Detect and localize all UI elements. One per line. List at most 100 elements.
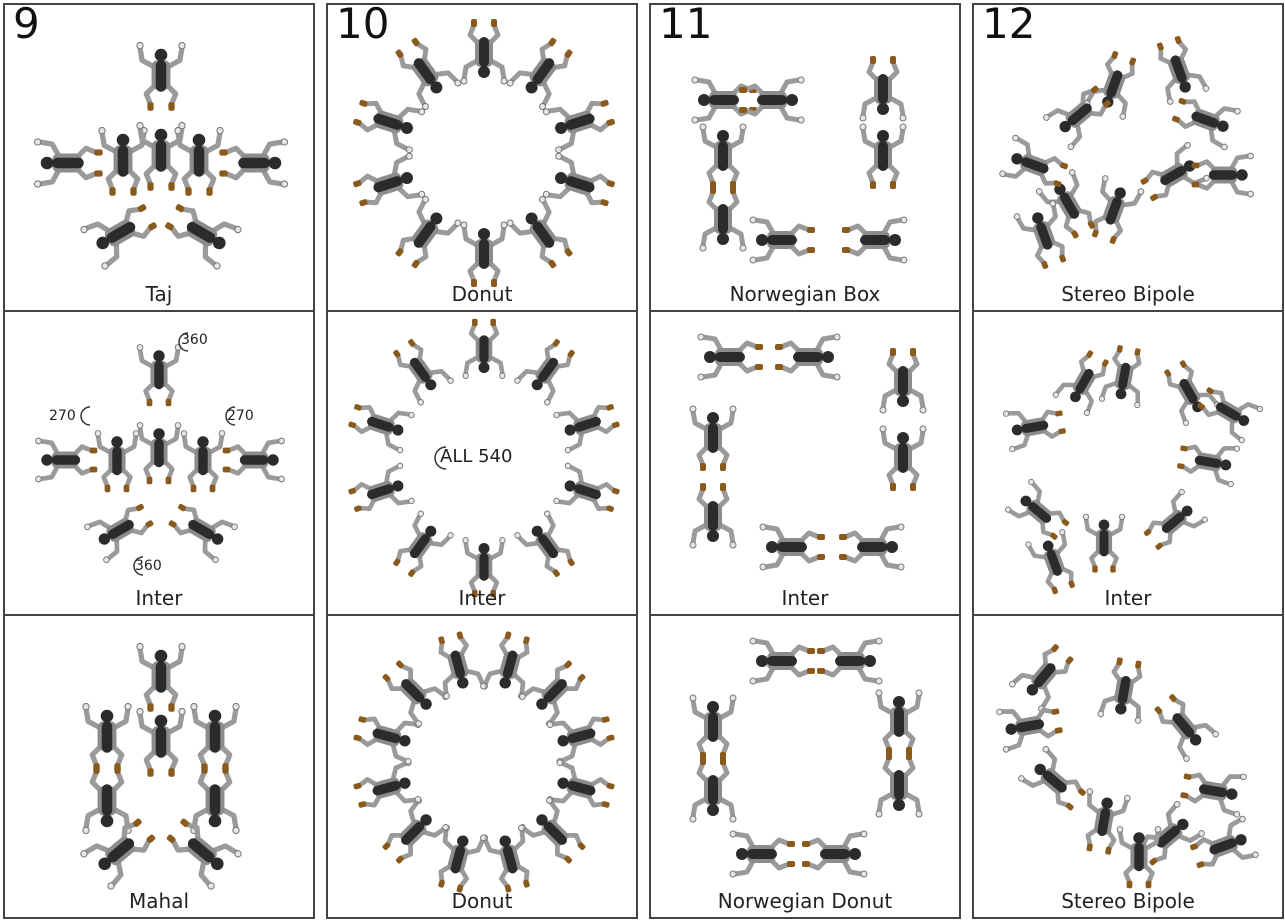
rotation-arrow-icon: [80, 406, 91, 426]
skydiver-figure: [1025, 529, 1075, 595]
rotation-label: 360: [181, 332, 208, 348]
skydiver-figure: [839, 523, 905, 571]
skydiver-figure: [759, 523, 825, 571]
skydiver-figure: [35, 437, 98, 483]
skydiver-figure: [729, 830, 795, 878]
skydiver-figure: [84, 503, 154, 564]
skydiver-figure: [190, 765, 240, 835]
skydiver-figure: [1083, 50, 1137, 120]
formation-caption: Stereo Bipole: [1061, 889, 1195, 913]
skydiver-figure: [1091, 175, 1145, 245]
skydiver-figure: [699, 186, 747, 252]
skydiver-figure: [348, 404, 415, 454]
rotation-arrow-icon: [133, 556, 144, 576]
skydiver-figure: [165, 204, 242, 270]
column-number: 12: [982, 3, 1036, 48]
formation-figure: [689, 333, 927, 571]
rotation-label: 270: [227, 408, 254, 424]
column-9: 9 Taj 360 270 270 360 Inter Mahal: [3, 3, 317, 919]
panel-11-bot: Norwegian Donut: [649, 614, 961, 919]
skydiver-figure: [460, 221, 508, 287]
formation-caption: Norwegian Box: [729, 282, 881, 306]
skydiver-figure: [553, 462, 620, 512]
skydiver-figure: [1156, 35, 1210, 105]
column-number: 9: [13, 3, 40, 48]
skydiver-figure: [382, 797, 449, 864]
skydiver-figure: [749, 216, 815, 264]
skydiver-figure: [180, 430, 226, 493]
skydiver-figure: [1098, 345, 1142, 409]
formation-caption: Inter: [458, 586, 506, 610]
skydiver-figure: [1004, 478, 1070, 540]
skydiver-figure: [1035, 169, 1096, 239]
skydiver-figure: [1082, 513, 1126, 573]
skydiver-figure: [33, 138, 103, 188]
formation-caption: Inter: [781, 586, 829, 610]
skydiver-figure: [80, 204, 157, 270]
skydiver-figure: [190, 702, 240, 772]
skydiver-figure: [1009, 644, 1074, 712]
skydiver-figure: [136, 344, 182, 407]
skydiver-figure: [1002, 409, 1066, 453]
formation-figure: [691, 56, 908, 264]
skydiver-figure: [353, 759, 422, 808]
skydiver-figure: [395, 195, 462, 269]
skydiver-figure: [542, 152, 615, 207]
skydiver-figure: [689, 694, 737, 760]
skydiver-figure: [546, 759, 615, 808]
rotation-arrow-icon: [225, 406, 236, 426]
formation-figure: [353, 19, 615, 287]
skydiver-figure: [353, 99, 426, 154]
skydiver-figure: [859, 123, 907, 189]
skydiver-figure: [875, 752, 923, 818]
skydiver-figure: [136, 422, 182, 485]
skydiver-figure: [697, 333, 763, 381]
rotation-label: ALL 540: [440, 446, 513, 467]
panel-12-mid: Inter: [972, 310, 1284, 616]
column-11: 11 Norwegian Box Inter Norwegian Donut: [649, 3, 963, 919]
skydiver-figure: [999, 134, 1069, 188]
skydiver-figure: [1191, 152, 1254, 198]
panel-10-mid: ALL 540 Inter: [326, 310, 638, 616]
skydiver-figure: [875, 689, 923, 755]
panel-12-top: 12 Stereo Bipole: [972, 3, 1284, 312]
skydiver-figure: [553, 404, 620, 454]
skydiver-figure: [382, 660, 449, 727]
formation-figure: [996, 644, 1259, 889]
column-10: 10 Donut ALL 540 Inter Donut: [326, 3, 640, 919]
skydiver-figure: [94, 430, 140, 493]
rotation-arrow-icon: [434, 446, 447, 470]
skydiver-figure: [1197, 387, 1263, 444]
skydiver-figure: [506, 195, 573, 269]
formation-caption: Norwegian Donut: [717, 889, 893, 913]
skydiver-figure: [749, 637, 815, 685]
skydiver-figure: [996, 707, 1063, 753]
column-number: 11: [659, 3, 713, 48]
skydiver-figure: [879, 348, 927, 414]
skydiver-figure: [542, 99, 615, 154]
formation-figure: [689, 637, 923, 878]
panel-12-bot: Stereo Bipole: [972, 614, 1284, 919]
formation-figure: [1002, 345, 1263, 595]
skydiver-figure: [353, 716, 422, 765]
skydiver-figure: [1189, 815, 1259, 869]
skydiver-figure: [689, 405, 737, 471]
formation-figure: [353, 631, 615, 893]
skydiver-figure: [168, 503, 238, 564]
skydiver-figure: [775, 333, 841, 381]
skydiver-figure: [174, 126, 224, 196]
skydiver-figure: [1171, 97, 1241, 151]
formation-figure: [80, 642, 242, 890]
skydiver-figure: [395, 37, 462, 111]
skydiver-figure: [842, 216, 908, 264]
skydiver-figure: [1143, 488, 1209, 550]
skydiver-figure: [1097, 657, 1143, 724]
panel-10-top: 10 Donut: [326, 3, 638, 312]
skydiver-figure: [393, 510, 454, 577]
skydiver-figure: [514, 510, 575, 577]
skydiver-figure: [462, 537, 506, 598]
formation-caption: Inter: [135, 586, 183, 610]
skydiver-figure: [691, 76, 757, 124]
skydiver-figure: [348, 462, 415, 512]
skydiver-figure: [689, 483, 737, 549]
